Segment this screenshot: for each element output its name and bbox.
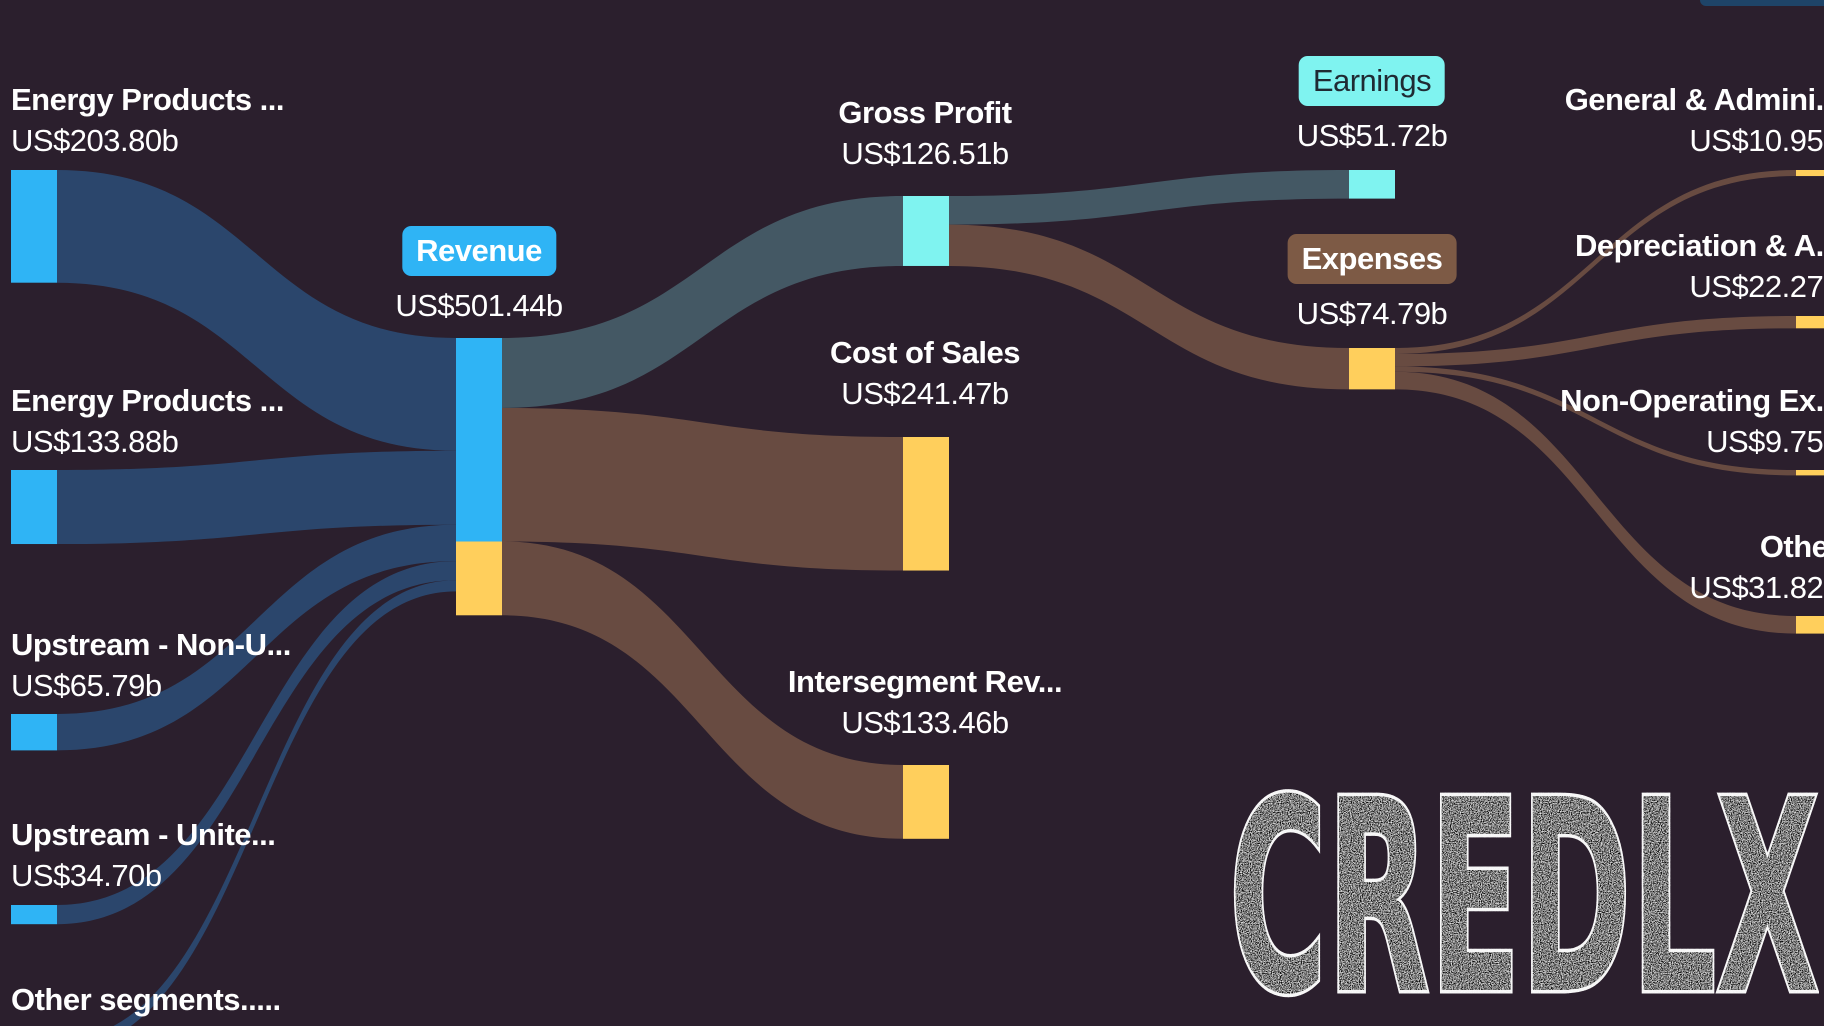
node-label-intersegment: Intersegment Rev...US$133.46b xyxy=(787,664,1063,740)
node-label-revenue: Revenue US$501.44b xyxy=(395,226,563,321)
flow-link-seg4-to-revenue xyxy=(57,561,456,925)
flow-link-revenue-to-gross_profit xyxy=(502,196,903,408)
flow-link-seg1-to-revenue xyxy=(57,170,456,451)
node-label-non-operating: Non-Operating Ex...US$9.75b xyxy=(1560,383,1824,459)
flow-link-seg2-to-revenue xyxy=(57,450,456,545)
flow-link-expenses-to-other_exp xyxy=(1395,371,1796,634)
flow-link-revenue-to-cost_of_sales xyxy=(502,407,903,571)
node-bar-gen_admin xyxy=(1796,170,1824,177)
node-bar-revenue xyxy=(456,338,502,542)
corner-tab xyxy=(1700,0,1824,6)
flow-link-revenue-to-intersegment xyxy=(502,541,903,839)
flow-link-expenses-to-gen_admin xyxy=(1395,170,1796,355)
flow-link-seg3-to-revenue xyxy=(57,524,456,751)
watermark-text: CREDLX xyxy=(1229,768,1819,1008)
node-bar-depreciation xyxy=(1796,316,1824,329)
node-label-seg2: Energy Products ...US$133.88b xyxy=(11,383,285,459)
node-bar-intersegment xyxy=(903,765,949,839)
node-bar-earnings xyxy=(1349,170,1395,199)
node-label-seg3: Upstream - Non-U...US$65.79b xyxy=(11,627,291,703)
expenses-pill: Expenses xyxy=(1287,234,1457,284)
node-bar-revenue-intersegment xyxy=(456,541,502,616)
node-label-seg4: Upstream - Unite...US$34.70b xyxy=(11,817,276,893)
node-bar-seg2 xyxy=(11,470,57,545)
flow-link-expenses-to-non_operating xyxy=(1395,366,1796,476)
node-label-gen-admin: General & Admini...US$10.95b xyxy=(1564,82,1824,158)
node-label-other-exp: OtherUS$31.82b xyxy=(1689,529,1824,605)
node-bar-seg1 xyxy=(11,170,57,283)
node-bar-expenses xyxy=(1349,348,1395,390)
node-label-depreciation: Depreciation & A...US$22.27b xyxy=(1575,228,1824,304)
node-bar-other_exp xyxy=(1796,616,1824,634)
flow-link-expenses-to-depreciation xyxy=(1395,316,1796,367)
node-bar-cost_of_sales xyxy=(903,437,949,571)
flow-link-gross_profit-to-earnings xyxy=(949,170,1349,225)
earnings-pill: Earnings xyxy=(1298,56,1446,106)
revenue-pill: Revenue xyxy=(402,226,556,276)
credlx-watermark-logo: CREDLX xyxy=(1226,768,1822,1008)
node-bar-seg4 xyxy=(11,905,57,925)
flow-link-gross_profit-to-expenses xyxy=(949,224,1349,390)
node-bar-non_operating xyxy=(1796,470,1824,476)
node-bar-seg3 xyxy=(11,714,57,751)
node-label-earnings: Earnings US$51.72b xyxy=(1297,56,1448,151)
node-label-seg5: Other segments..... xyxy=(11,982,281,1017)
node-bar-gross_profit xyxy=(903,196,949,266)
node-label-seg1: Energy Products ...US$203.80b xyxy=(11,82,285,158)
node-label-expenses: Expenses US$74.79b xyxy=(1287,234,1457,329)
